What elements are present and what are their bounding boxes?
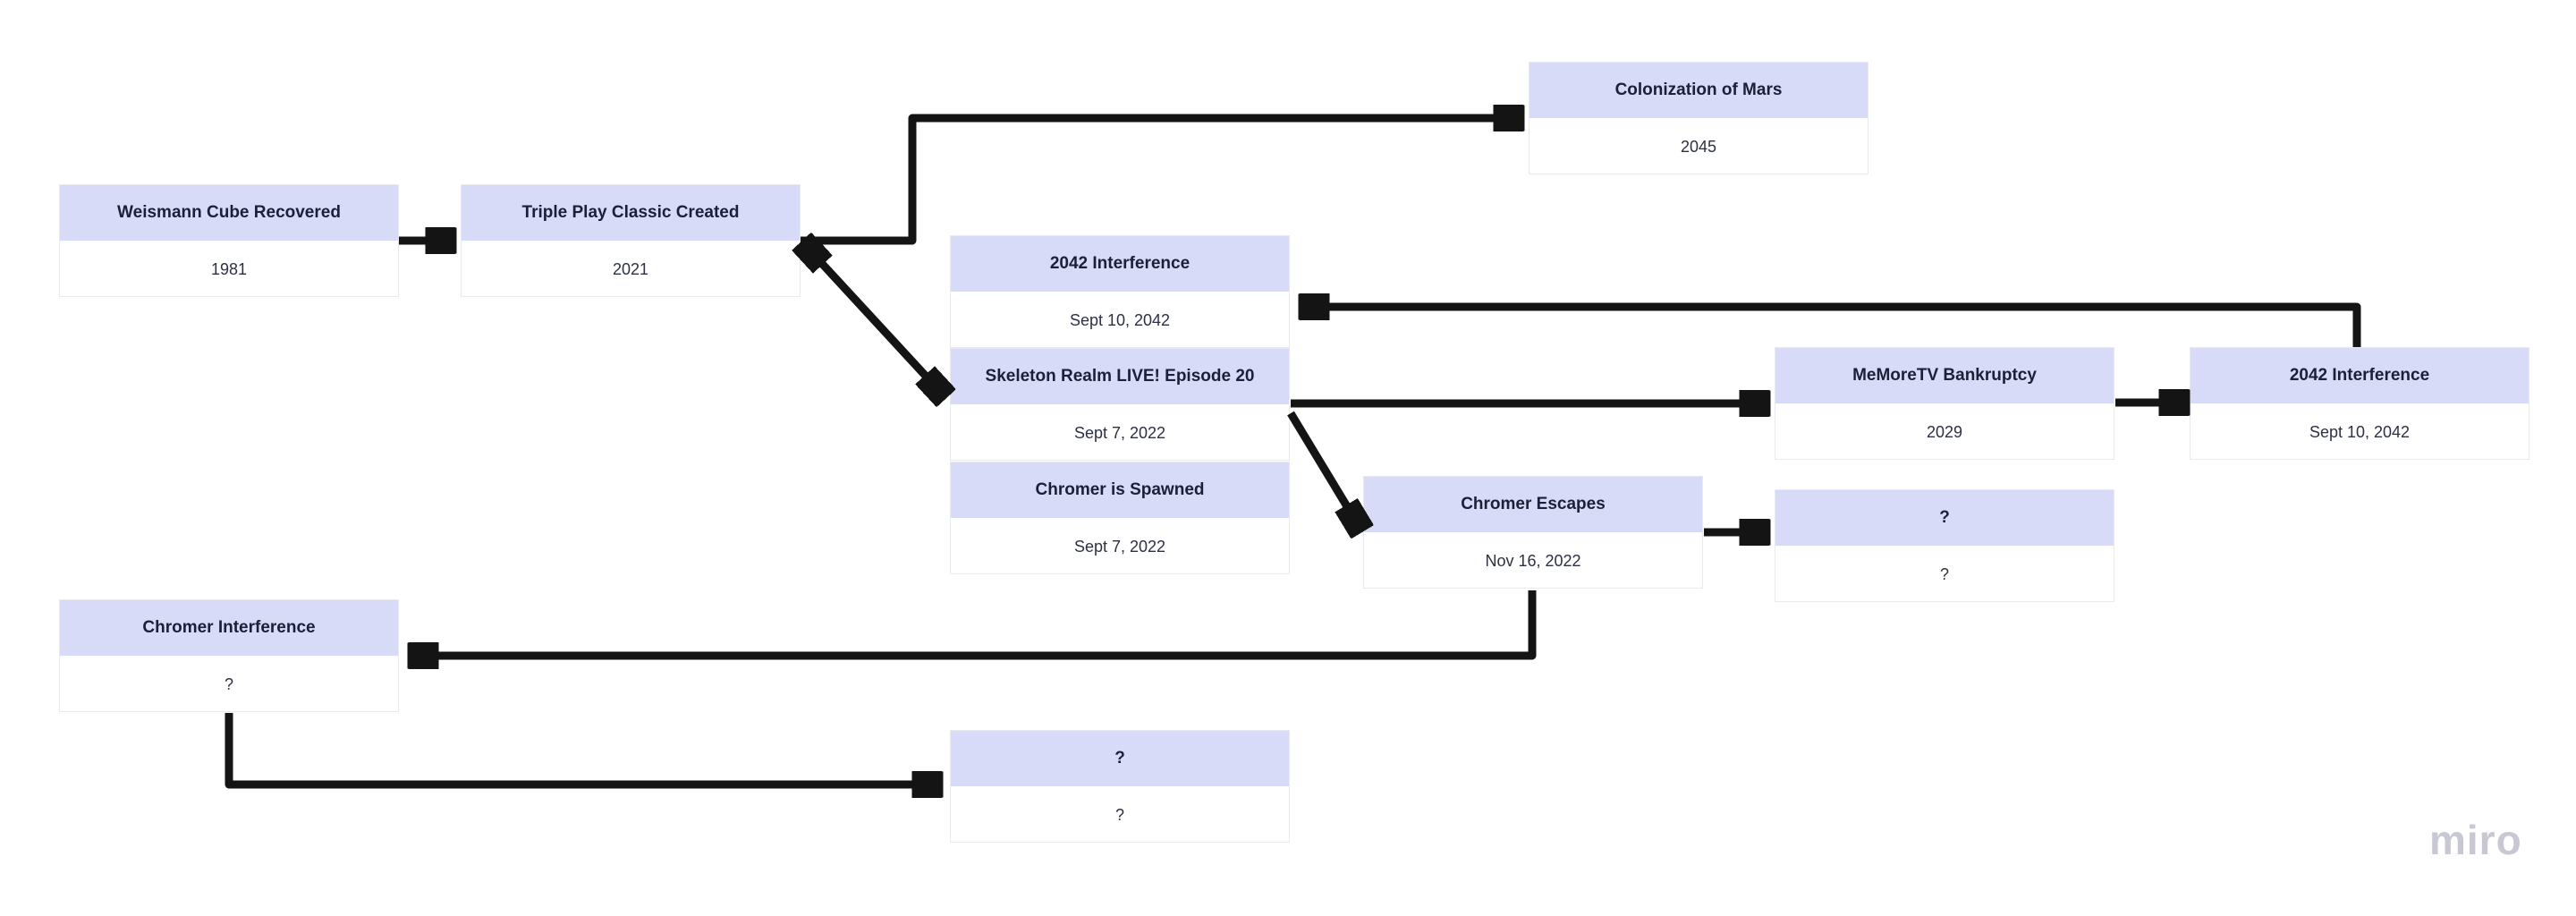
connector-triple-play-skeleton-realm-bidirectional[interactable] — [804, 244, 944, 395]
node-chromer-interference[interactable]: Chromer Interference ? — [59, 599, 399, 712]
connector-skeleton-realm-to-chromer-escapes[interactable] — [1287, 411, 1360, 529]
node-title: ? — [1775, 490, 2114, 547]
node-title: 2042 Interference — [2190, 348, 2529, 405]
node-title: MeMoreTV Bankruptcy — [1775, 348, 2114, 405]
node-value: Sept 10, 2042 — [1069, 310, 1171, 329]
node-value: 2029 — [1926, 422, 1963, 441]
node-title: Weismann Cube Recovered — [60, 185, 398, 242]
connector-2042-interference-right-to-2042-interference-middle[interactable] — [1302, 307, 2361, 347]
node-weismann-cube-recovered[interactable]: Weismann Cube Recovered 1981 — [59, 184, 399, 297]
node-value: 1981 — [210, 259, 248, 278]
node-value: ? — [1939, 564, 1949, 583]
node-2042-interference-right[interactable]: 2042 Interference Sept 10, 2042 — [2190, 347, 2529, 460]
node-title: Chromer Interference — [60, 600, 398, 657]
node-chromer-escapes[interactable]: Chromer Escapes Nov 16, 2022 — [1363, 476, 1703, 589]
node-2042-interference-middle[interactable]: 2042 Interference Sept 10, 2042 — [950, 235, 1290, 348]
node-triple-play-classic-created[interactable]: Triple Play Classic Created 2021 — [461, 184, 801, 297]
miro-logo: miro — [2429, 817, 2522, 863]
node-skeleton-realm-live-episode-20[interactable]: Skeleton Realm LIVE! Episode 20 Sept 7, … — [950, 348, 1290, 461]
node-colonization-of-mars[interactable]: Colonization of Mars 2045 — [1529, 62, 1868, 174]
node-title: Colonization of Mars — [1530, 63, 1868, 120]
connector-chromer-escapes-to-chromer-interference[interactable] — [411, 590, 1537, 656]
node-value: ? — [1114, 805, 1124, 824]
node-unknown-bottom[interactable]: ? ? — [950, 730, 1290, 843]
connector-triple-play-to-colonization-of-mars[interactable] — [801, 118, 1521, 245]
node-value: 2021 — [612, 259, 649, 278]
node-chromer-is-spawned[interactable]: Chromer is Spawned Sept 7, 2022 — [950, 462, 1290, 574]
node-value: ? — [224, 674, 233, 693]
node-title: ? — [951, 731, 1289, 788]
node-unknown-right[interactable]: ? ? — [1775, 489, 2114, 602]
node-title: Chromer is Spawned — [951, 462, 1289, 520]
node-value: Sept 10, 2042 — [2309, 422, 2411, 441]
node-title: Triple Play Classic Created — [462, 185, 800, 242]
node-memoretv-bankruptcy[interactable]: MeMoreTV Bankruptcy 2029 — [1775, 347, 2114, 460]
connector-chromer-interference-to-unknown-bottom[interactable] — [225, 713, 939, 785]
node-value: Sept 7, 2022 — [1073, 537, 1166, 556]
node-title: Chromer Escapes — [1364, 477, 1702, 534]
node-title: Skeleton Realm LIVE! Episode 20 — [951, 349, 1289, 406]
node-title: 2042 Interference — [951, 236, 1289, 293]
node-value: Sept 7, 2022 — [1073, 423, 1166, 442]
node-value: 2045 — [1680, 137, 1717, 156]
node-value: Nov 16, 2022 — [1485, 551, 1581, 570]
